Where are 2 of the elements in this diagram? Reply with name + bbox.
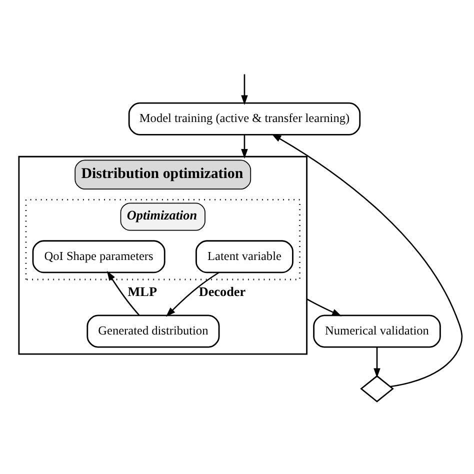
edge-label: Decoder <box>198 284 246 299</box>
edge-label: MLP <box>128 284 157 299</box>
